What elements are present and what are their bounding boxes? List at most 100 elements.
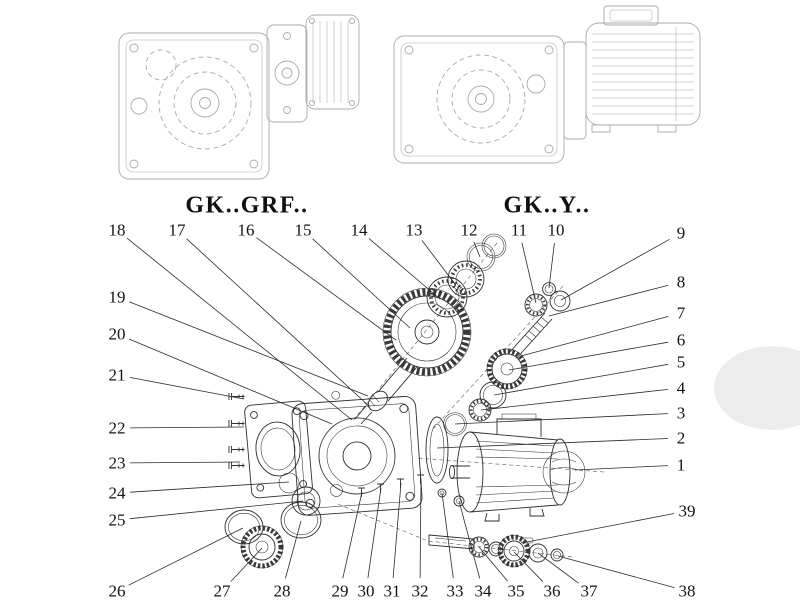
leader-line-32 [419, 478, 422, 579]
callout-33: 33 [446, 581, 464, 600]
callout-18: 18 [108, 220, 126, 240]
input-pinion-shaft [509, 282, 571, 359]
leader-line-21 [129, 377, 245, 400]
callout-35: 35 [507, 581, 525, 600]
callout-16: 16 [237, 220, 255, 240]
callout-2: 2 [676, 428, 686, 448]
callout-23: 23 [108, 453, 126, 473]
leader-line-37 [537, 552, 579, 584]
leader-line-31 [392, 482, 402, 579]
retaining-rings [466, 233, 507, 272]
variant-label-gk-grf: GK..GRF.. [185, 192, 309, 219]
callout-15: 15 [294, 220, 312, 240]
motor-adapter-ring [425, 416, 449, 484]
callout-21: 21 [108, 365, 126, 385]
leader-line-1 [574, 465, 669, 471]
mounting-flange-plate [244, 400, 313, 499]
leader-line-20 [128, 338, 333, 425]
leader-line-24 [129, 481, 290, 493]
callout-36: 36 [543, 581, 561, 600]
leader-line-14 [368, 238, 441, 300]
gearbox-housing [291, 390, 423, 516]
leader-line-22 [129, 426, 245, 429]
leader-line-7 [520, 316, 669, 357]
leader-line-16 [256, 237, 397, 341]
leader-line-19 [128, 301, 369, 397]
leader-line-23 [129, 461, 241, 464]
bearing-cover [291, 486, 321, 516]
callout-12: 12 [460, 220, 478, 240]
leader-line-27 [230, 547, 263, 582]
leader-lines [126, 237, 675, 588]
callout-5: 5 [676, 352, 686, 372]
callout-30: 30 [357, 581, 375, 600]
callout-7: 7 [676, 303, 686, 323]
leader-line-15 [312, 238, 411, 329]
leader-line-8 [548, 284, 669, 317]
callout-38: 38 [678, 581, 696, 600]
output-shaft-assembly [428, 534, 564, 568]
leader-line-25 [129, 500, 304, 520]
leader-line-11 [521, 242, 537, 304]
leader-line-4 [480, 389, 669, 411]
leader-line-35 [478, 546, 508, 582]
leader-line-3 [454, 413, 669, 425]
leader-line-26 [128, 527, 244, 586]
callout-28: 28 [273, 581, 291, 600]
leader-line-13 [421, 240, 456, 285]
leader-line-33 [441, 492, 454, 579]
callout-19: 19 [108, 287, 126, 307]
callout-26: 26 [108, 581, 126, 600]
callout-37: 37 [580, 581, 598, 600]
callout-20: 20 [108, 324, 126, 344]
callout-13: 13 [405, 220, 423, 240]
callout-31: 31 [383, 581, 401, 600]
callout-39: 39 [678, 501, 696, 521]
callout-24: 24 [108, 483, 126, 503]
callout-32: 32 [411, 581, 429, 600]
leader-line-18 [126, 237, 353, 421]
leader-line-10 [548, 242, 555, 289]
gearbox-drawing-gk-y [393, 5, 701, 164]
leader-line-9 [560, 238, 670, 301]
callout-9: 9 [676, 223, 686, 243]
callout-10: 10 [547, 220, 565, 240]
washer-stack [443, 381, 507, 436]
leader-line-28 [285, 520, 302, 579]
callout-6: 6 [676, 330, 686, 350]
exploded-assembly [224, 233, 605, 569]
watermark-smudge [714, 346, 800, 430]
leader-line-30 [367, 487, 382, 579]
leader-line-36 [513, 551, 544, 582]
leader-line-39 [526, 513, 675, 543]
leader-line-6 [508, 341, 669, 371]
callout-17: 17 [168, 220, 186, 240]
variant-label-gk-y: GK..Y.. [503, 192, 591, 219]
callout-14: 14 [350, 220, 368, 240]
callout-8: 8 [676, 272, 686, 292]
callout-1: 1 [676, 455, 686, 475]
callout-29: 29 [331, 581, 349, 600]
callout-11: 11 [510, 220, 528, 240]
seal-and-lockwasher-parts [224, 501, 322, 569]
callout-27: 27 [213, 581, 231, 600]
leader-line-34 [458, 500, 481, 579]
callout-3: 3 [676, 403, 686, 423]
callout-34: 34 [474, 581, 492, 600]
input-gear [486, 348, 528, 390]
callout-22: 22 [108, 418, 126, 438]
motor [448, 413, 586, 522]
callout-4: 4 [676, 378, 686, 398]
leader-line-38 [557, 555, 675, 588]
motor-drawing [585, 5, 701, 133]
bearing-upper [447, 260, 485, 298]
leader-line-29 [342, 491, 363, 579]
gearbox-drawing-gk-grf [118, 14, 360, 180]
leader-line-2 [436, 438, 669, 449]
leader-line-17 [186, 238, 370, 407]
callout-25: 25 [108, 510, 126, 530]
leader-line-12 [473, 241, 481, 258]
